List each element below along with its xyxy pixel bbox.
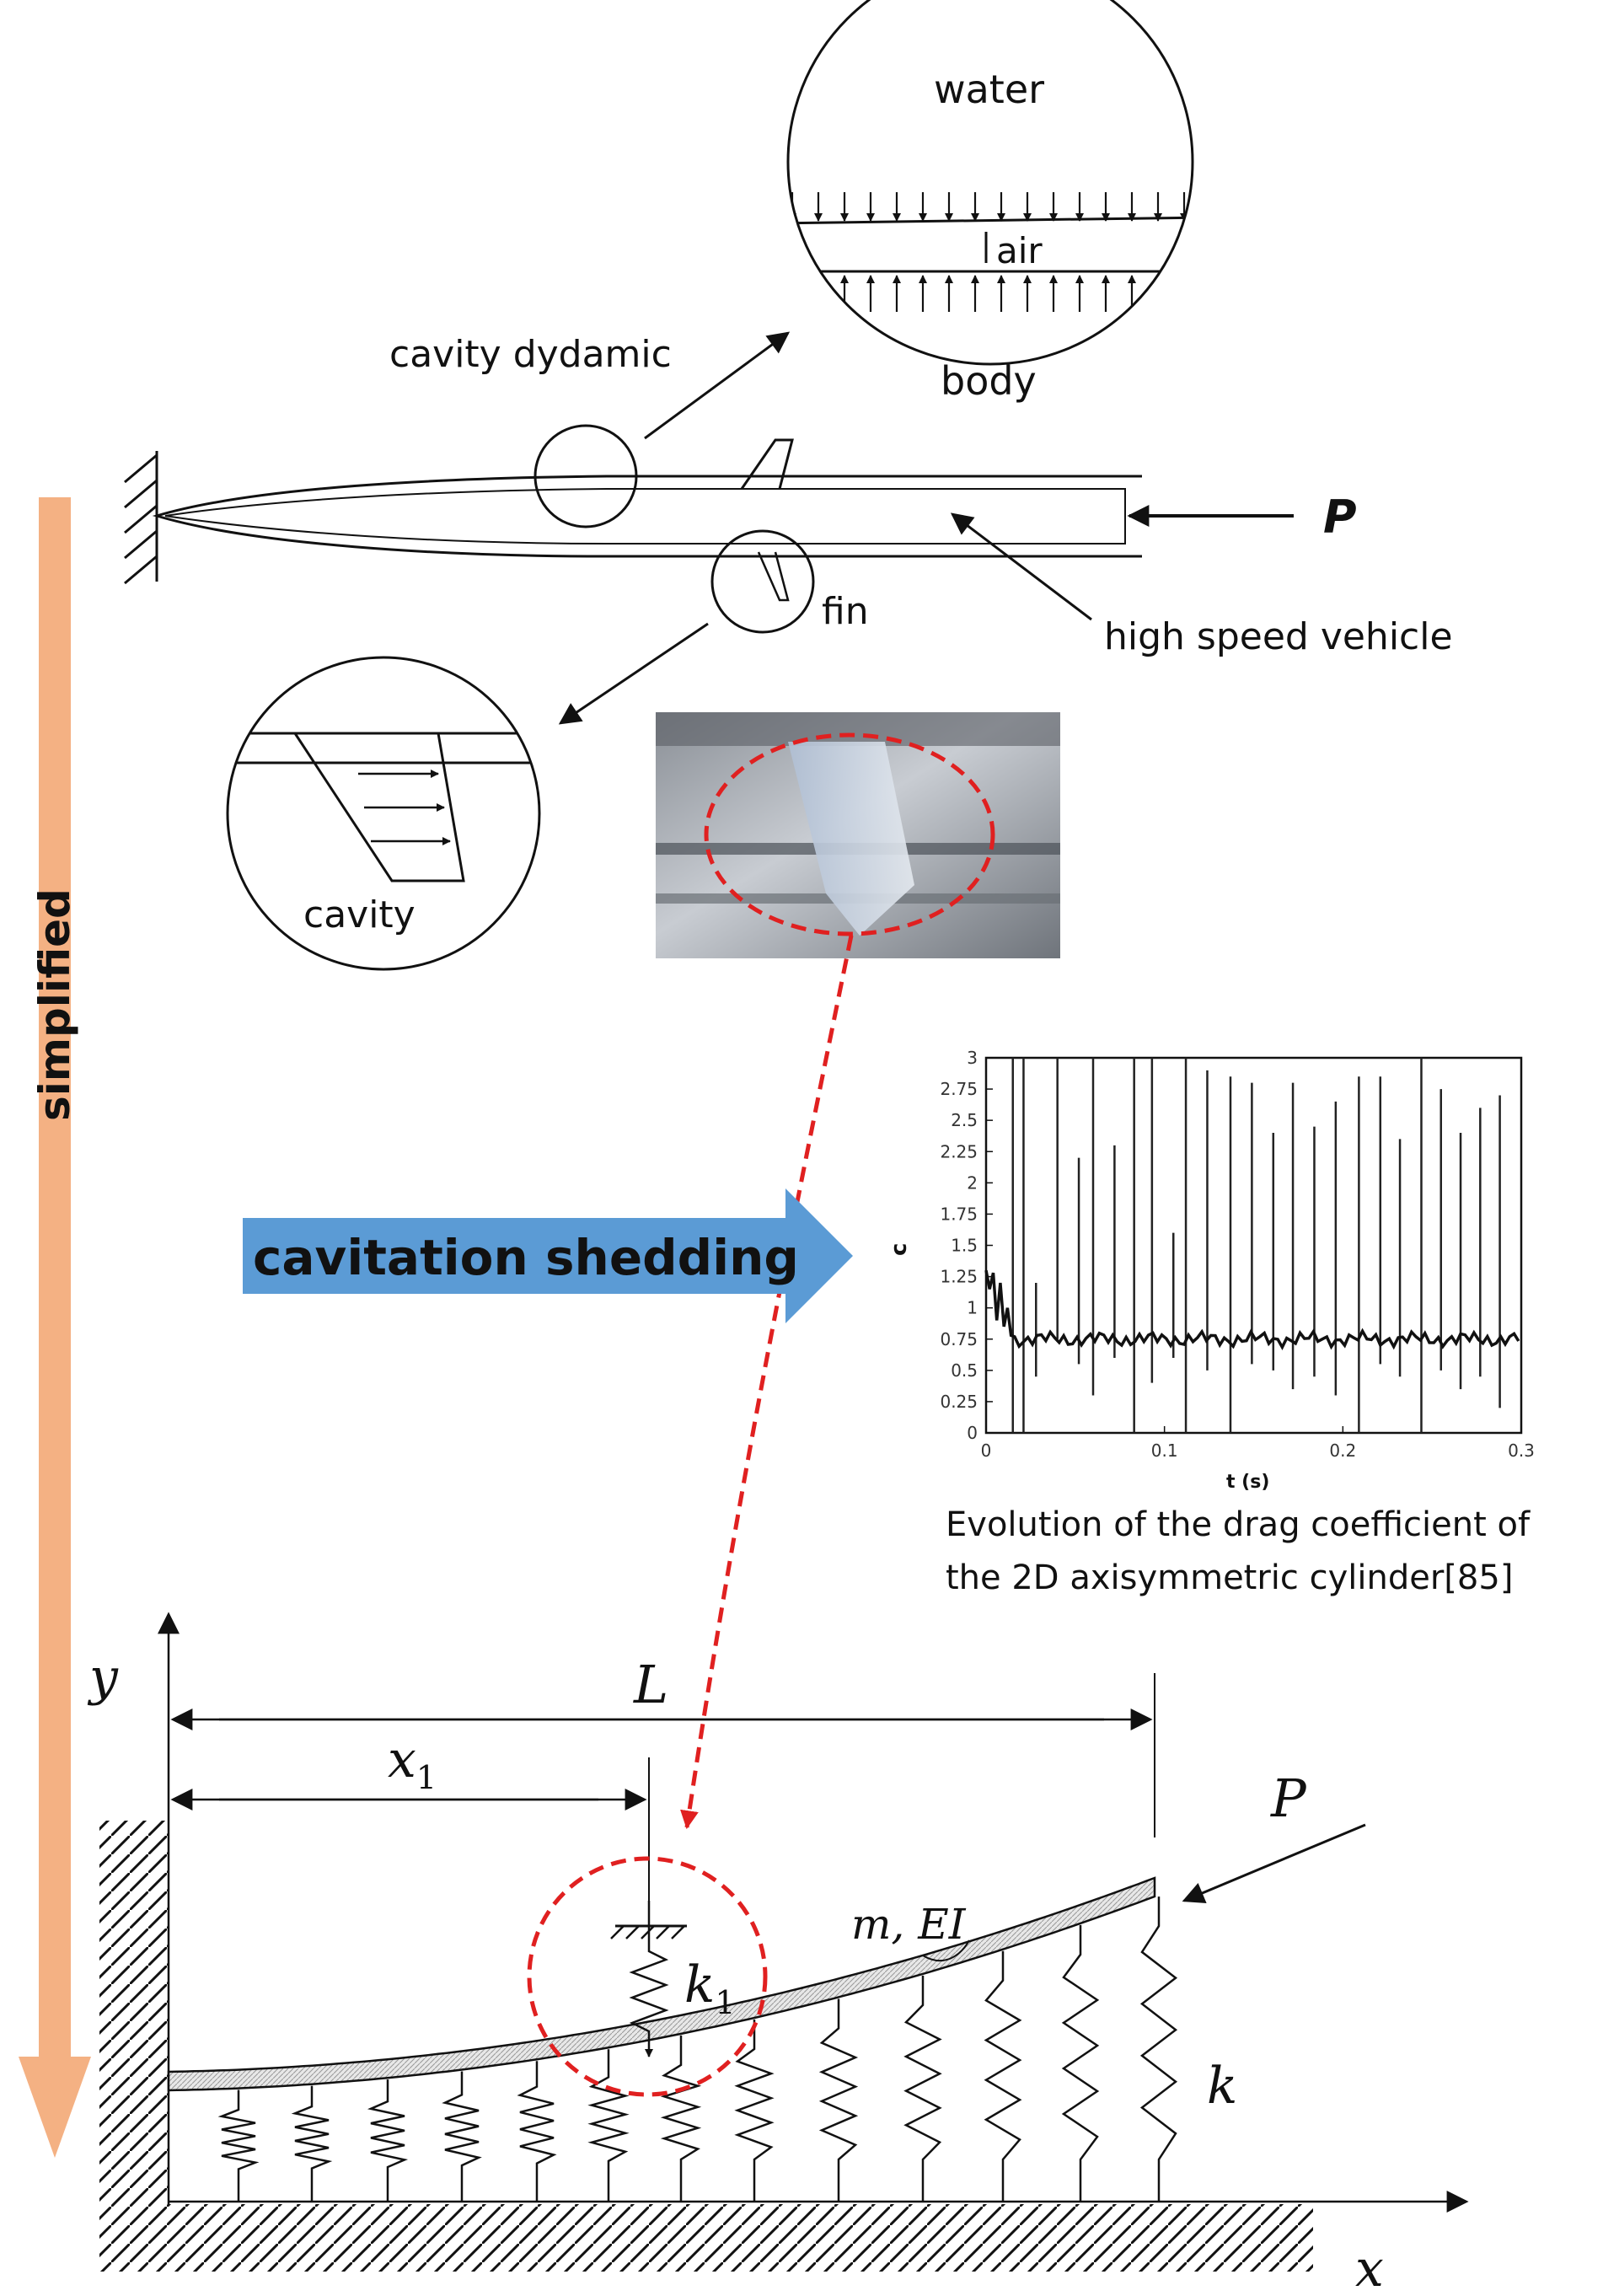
- red-dashed-connector: [680, 935, 854, 1830]
- high-speed-vehicle-label: high speed vehicle: [1104, 615, 1453, 658]
- y-tick-label: 0.25: [940, 1392, 978, 1412]
- length-label: L: [633, 1654, 668, 1715]
- x-axis-label: x: [1355, 2240, 1384, 2296]
- foundation-spring: [367, 2079, 409, 2189]
- simplified-label: simplified: [30, 888, 79, 1121]
- vehicle-pointer-arrow: [950, 512, 1092, 621]
- x-tick-label: 0.1: [1151, 1440, 1178, 1461]
- y-tick-label: 3: [967, 1048, 978, 1068]
- y-tick-label: 0.75: [940, 1329, 978, 1349]
- x-tick-label: 0.3: [1508, 1440, 1535, 1461]
- y-tick-label: 0.5: [951, 1360, 978, 1381]
- x-tick-label: 0: [981, 1440, 992, 1461]
- foundation-spring: [734, 2020, 775, 2189]
- foundation-spring: [660, 2035, 702, 2189]
- y-tick-label: 1.5: [951, 1236, 978, 1256]
- fin-label: fin: [822, 590, 869, 633]
- foundation-springs: [217, 1896, 1178, 2202]
- y-tick-label: 2.75: [940, 1079, 978, 1099]
- y-axis-label: y: [87, 1648, 119, 1707]
- foundation-spring: [217, 2089, 260, 2189]
- force-label-bottom: P: [1270, 1768, 1307, 1829]
- fin-cavity-circle: cavity: [226, 622, 709, 971]
- foundation-stiffness-label: k: [1207, 2057, 1237, 2116]
- x-tick-label: 0.2: [1329, 1440, 1356, 1461]
- cavity-label: cavity: [303, 893, 415, 936]
- fin-to-cavity-arrow: [558, 622, 709, 725]
- y-tick-label: 1.75: [940, 1204, 978, 1224]
- y-tick-label: 0: [967, 1423, 978, 1443]
- vehicle-hull: [152, 475, 1142, 558]
- vehicle-inner-line: [164, 488, 1126, 544]
- cavity-dynamic-arrow: [644, 331, 791, 440]
- vehicle-diagram: P high speed vehicle fin cavity dydamic: [124, 331, 1453, 658]
- water-label: water: [934, 67, 1044, 112]
- force-label-top: P: [1323, 491, 1357, 544]
- beam-properties-label: m, EI: [851, 1900, 967, 1949]
- y-tick-label: 2.25: [940, 1141, 978, 1161]
- foundation-spring: [1061, 1924, 1100, 2189]
- simplified-arrow: simplified: [19, 497, 91, 2158]
- experiment-photo: [656, 712, 1060, 958]
- y-tick-label: 1: [967, 1298, 978, 1318]
- chart-y-axis-label: c: [887, 1243, 912, 1256]
- foundation-spring: [984, 1950, 1022, 2189]
- drag-baseline-series: [984, 1269, 1520, 1351]
- y-tick-label: 2.5: [951, 1110, 978, 1130]
- flexible-beam: [167, 1876, 1156, 2092]
- y-tick-label: 1.25: [940, 1267, 978, 1287]
- fin-detail-circle: [710, 529, 815, 634]
- cavity-zoom-circle: water air body: [786, 0, 1194, 404]
- foundation-spring: [903, 1975, 942, 2189]
- cavity-dynamic-label: cavity dydamic: [389, 333, 672, 376]
- cavitation-shedding-label: cavitation shedding: [253, 1229, 799, 1286]
- ground: [99, 2204, 1313, 2272]
- concentrated-spring-k1: k1: [610, 1901, 736, 2057]
- y-tick-label: 2: [967, 1172, 978, 1193]
- foundation-spring: [1139, 1896, 1178, 2189]
- body-label: body: [941, 358, 1037, 404]
- foundation-spring: [442, 2071, 482, 2189]
- chart-x-axis-label: t (s): [1226, 1472, 1269, 1493]
- left-wall: [99, 1821, 169, 2204]
- cavitation-shedding-arrow: cavitation shedding: [243, 1188, 853, 1323]
- beam-model: y x L x1 m, EI P k: [87, 1612, 1469, 2296]
- chart-caption-line1: Evolution of the drag coefficient of: [946, 1505, 1531, 1544]
- k1-label: k1: [684, 1955, 736, 2021]
- drag-coefficient-chart: 0 0.25 0.5 0.75 1 1.25 1.5 1.75 2 2.25 2.5 2.75 3 0 0.…: [887, 1048, 1535, 1493]
- foundation-spring: [587, 2049, 630, 2189]
- wall-hatch-top: [124, 453, 158, 585]
- air-label: air: [996, 230, 1043, 271]
- force-arrow-tip: [1182, 1823, 1366, 1903]
- photo-dashed-ellipse: [704, 732, 995, 936]
- foundation-spring: [818, 1998, 859, 2189]
- foundation-spring: [291, 2085, 333, 2189]
- k1-dashed-circle: [527, 1856, 768, 2097]
- upper-fin: [740, 438, 794, 490]
- foundation-spring: [517, 2061, 557, 2189]
- cavity-detail-circle: [533, 424, 638, 528]
- water-pressure-arrows: [788, 192, 1188, 222]
- chart-caption-line2: the 2D axisymmetric cylinder[85]: [946, 1558, 1513, 1597]
- x1-label: x1: [388, 1730, 437, 1796]
